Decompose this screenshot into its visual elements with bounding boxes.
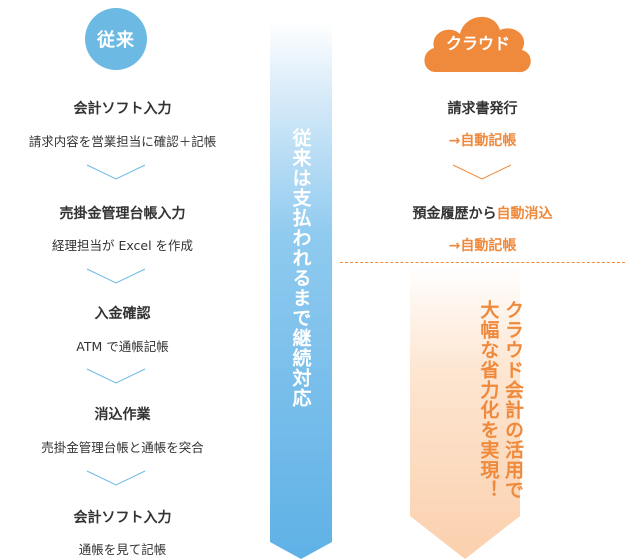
- chevron-down-icon: [86, 268, 146, 284]
- right-block2-line1-dark: 預金履歴から: [412, 206, 497, 222]
- savings-arrow-bar: [410, 266, 520, 559]
- continuation-label: 従来は支払われるまで継続対応: [289, 128, 312, 408]
- chevron-down-icon: [86, 368, 146, 384]
- continuation-arrow-bar: [270, 22, 332, 559]
- left-step-5-desc: 通帳を見て記帳: [78, 542, 167, 557]
- left-step-1-title: 会計ソフト入力: [73, 101, 172, 117]
- cloud-icon: [424, 16, 531, 73]
- right-block2-line1-orange: 自動消込: [496, 206, 553, 222]
- savings-label: クラウド会計の活用で 大幅な省力化を実現！: [445, 300, 525, 550]
- left-step-1-desc: 請求内容を営業担当に確認＋記帳: [28, 134, 217, 149]
- left-step-2-title: 売掛金管理台帳入力: [59, 206, 186, 222]
- savings-label-col2: 大幅な省力化を実現！: [477, 300, 500, 500]
- left-step-3-desc: ATM で通帳記帳: [76, 339, 169, 354]
- chevron-down-icon: [86, 164, 146, 180]
- conventional-badge: 従来: [85, 8, 147, 70]
- right-block2-line2: →自動記帳: [448, 238, 517, 254]
- right-block1-line2: →自動記帳: [448, 133, 517, 149]
- dashed-divider: [340, 262, 625, 263]
- savings-label-col1: クラウド会計の活用で: [502, 300, 524, 500]
- left-step-4-title: 消込作業: [94, 407, 151, 423]
- left-step-2-desc: 経理担当が Excel を作成: [51, 238, 194, 253]
- chevron-down-icon: [86, 470, 146, 486]
- right-block2-line1: 預金履歴から自動消込: [360, 203, 605, 223]
- cloud-badge-label: クラウド: [445, 34, 510, 53]
- right-block1-line1: 請求書発行: [447, 101, 518, 117]
- left-step-3-title: 入金確認: [94, 306, 151, 322]
- left-step-5-title: 会計ソフト入力: [73, 510, 172, 526]
- chevron-down-icon: [452, 164, 512, 180]
- left-step-4-desc: 売掛金管理台帳と通帳を突合: [41, 440, 204, 455]
